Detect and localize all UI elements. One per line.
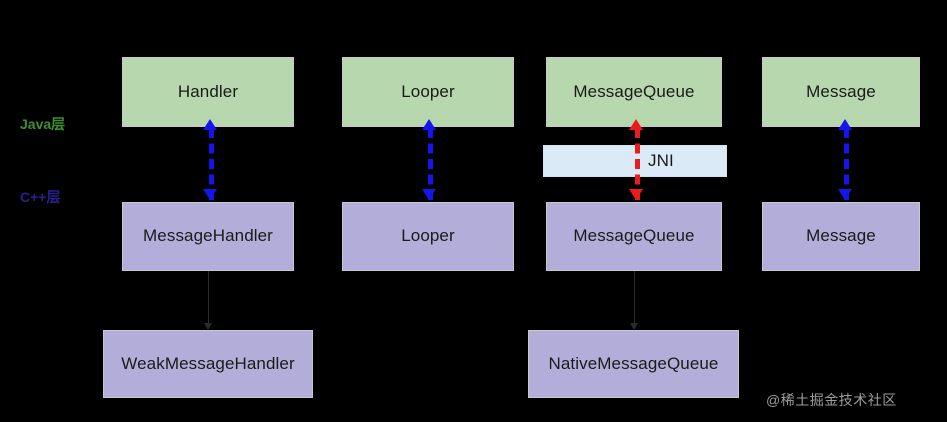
legend-cpp-layer: C++层: [20, 189, 61, 205]
arrowhead-up-icon: [203, 119, 217, 130]
dashed-line: [428, 128, 433, 200]
node-cpp-messagehandler[interactable]: MessageHandler: [122, 202, 294, 271]
node-java-messagequeue[interactable]: MessageQueue: [546, 57, 722, 127]
dashed-line: [844, 128, 849, 200]
node-java-looper[interactable]: Looper: [342, 57, 514, 127]
arrowhead-down-icon: [422, 189, 436, 200]
node-native-nativemessagequeue[interactable]: NativeMessageQueue: [528, 330, 739, 398]
node-cpp-message[interactable]: Message: [762, 202, 920, 271]
node-native-weakmessagehandler[interactable]: WeakMessageHandler: [103, 330, 313, 398]
node-cpp-messagequeue[interactable]: MessageQueue: [546, 202, 722, 271]
watermark-text: @稀土掘金技术社区: [766, 392, 897, 408]
legend-java-layer: Java层: [20, 116, 66, 132]
arrowhead-down-icon: [630, 323, 638, 330]
arrowhead-down-icon: [204, 323, 212, 330]
arrowhead-down-icon: [629, 189, 643, 200]
solid-line: [208, 271, 209, 325]
solid-line: [634, 271, 635, 325]
arrowhead-down-icon: [203, 189, 217, 200]
arrowhead-up-icon: [422, 119, 436, 130]
arrowhead-up-icon: [629, 119, 643, 130]
node-java-message[interactable]: Message: [762, 57, 920, 127]
dashed-line: [209, 128, 214, 200]
arrowhead-up-icon: [838, 119, 852, 130]
dashed-line: [635, 128, 640, 200]
node-cpp-looper[interactable]: Looper: [342, 202, 514, 271]
node-java-handler[interactable]: Handler: [122, 57, 294, 127]
arrowhead-down-icon: [838, 189, 852, 200]
